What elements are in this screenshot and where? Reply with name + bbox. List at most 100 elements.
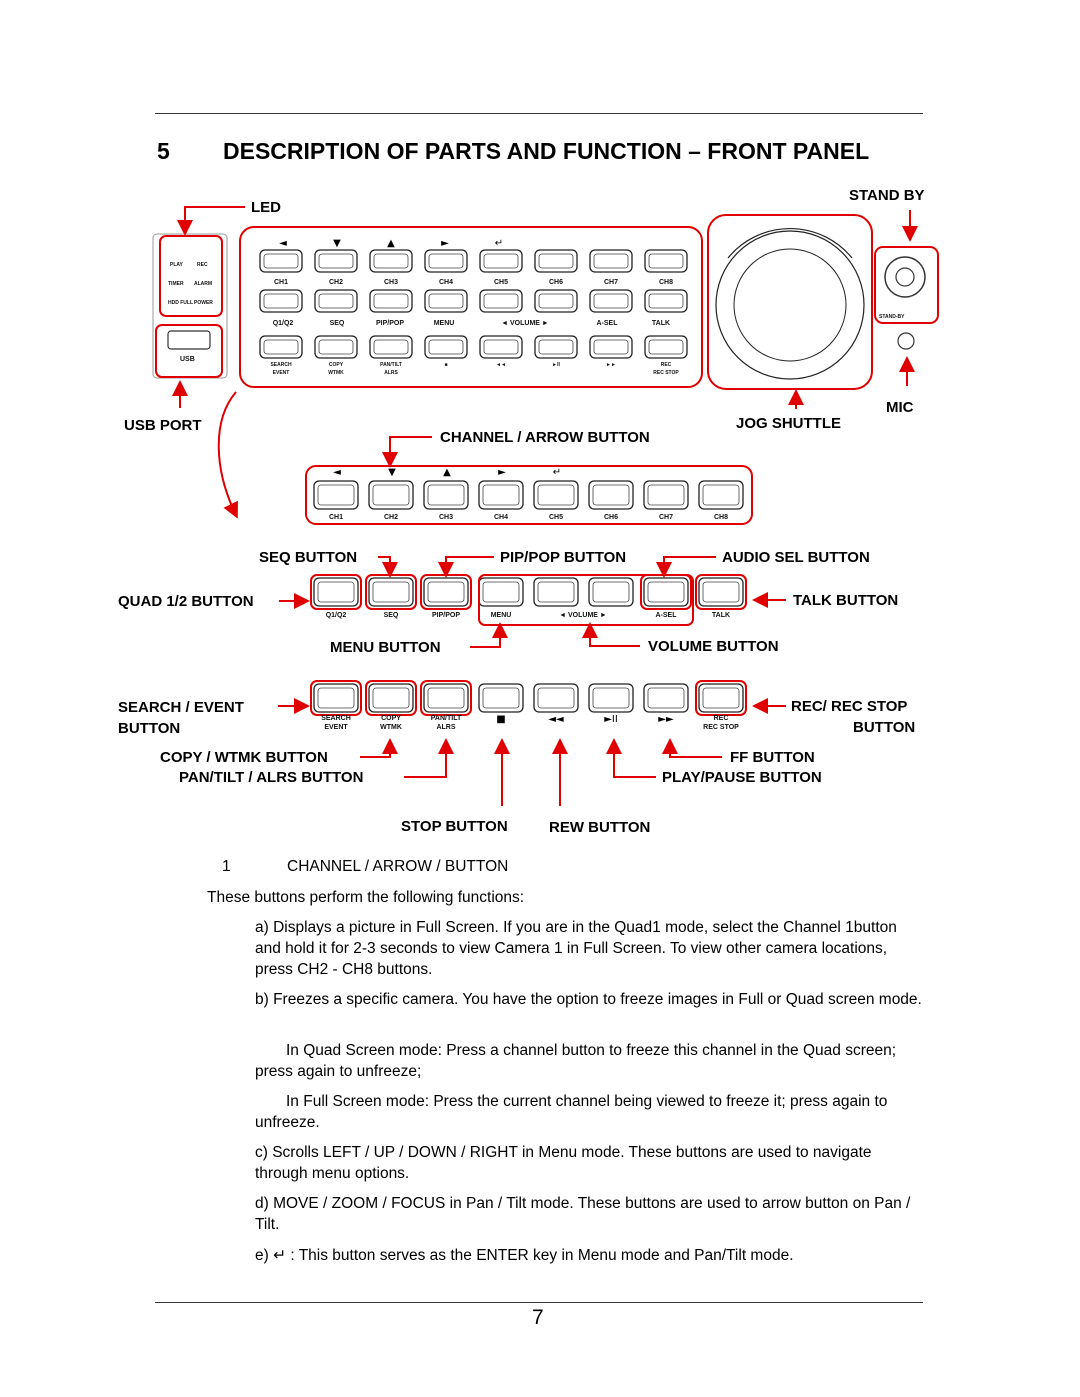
top-channel-key[interactable] [369, 249, 413, 273]
rec-stop-callout-1: REC/ REC STOP [791, 698, 907, 715]
channel-key-3[interactable] [423, 480, 469, 510]
transport-key[interactable] [365, 680, 417, 716]
top-transport-label: SEARCH [270, 362, 292, 368]
channel-key-4[interactable] [478, 480, 524, 510]
transport-key[interactable] [588, 683, 634, 713]
transport-label: REC [714, 715, 729, 722]
function-label: PIP/POP [432, 612, 460, 619]
top-transport-key[interactable] [424, 335, 468, 359]
top-transport-key[interactable] [644, 335, 688, 359]
function-key[interactable] [588, 577, 634, 607]
top-channel-key[interactable] [424, 249, 468, 273]
top-function-key[interactable] [644, 289, 688, 313]
top-transport-label: ►► [606, 362, 616, 368]
transport-label: PAN/TILT [431, 715, 462, 722]
function-label: Q1/Q2 [326, 612, 347, 619]
section-title: DESCRIPTION OF PARTS AND FUNCTION – FRON… [223, 138, 870, 164]
copy-wtmk-callout: COPY / WTMK BUTTON [160, 749, 328, 766]
function-label: MENU [491, 612, 512, 619]
list-item-number: 1 [222, 858, 231, 875]
quad-callout: QUAD 1/2 BUTTON [118, 593, 254, 610]
usb-highlight [155, 324, 223, 378]
channel-arrow-glyph: ↵ [553, 467, 561, 478]
channel-row-highlight [305, 465, 753, 525]
standby-label: STAND-BY [879, 314, 905, 320]
top-transport-key[interactable] [534, 335, 578, 359]
function-key[interactable] [420, 574, 472, 610]
top-function-label: MENU [434, 320, 455, 327]
function-key[interactable] [310, 574, 362, 610]
top-function-key[interactable] [259, 289, 303, 313]
transport-sublabel: EVENT [324, 724, 348, 731]
transport-key[interactable] [310, 680, 362, 716]
channel-label: CH8 [714, 514, 728, 521]
transport-sublabel: WTMK [380, 724, 402, 731]
top-rule [155, 113, 923, 114]
top-function-key[interactable] [479, 289, 523, 313]
channel-key-8[interactable] [698, 480, 744, 510]
top-function-key[interactable] [314, 289, 358, 313]
transport-key[interactable] [643, 683, 689, 713]
top-function-key[interactable] [369, 289, 413, 313]
top-channel-label: CH3 [384, 279, 398, 286]
top-function-key[interactable] [589, 289, 633, 313]
top-channel-label: CH1 [274, 279, 288, 286]
led-label-play: PLAY [170, 262, 184, 268]
channel-key-5[interactable] [533, 480, 579, 510]
top-channel-key[interactable] [589, 249, 633, 273]
transport-label: ►II [604, 714, 618, 725]
transport-label: ◄◄ [548, 714, 564, 725]
top-channel-key[interactable] [314, 249, 358, 273]
audio-sel-callout: AUDIO SEL BUTTON [722, 549, 870, 566]
top-transport-key[interactable] [259, 335, 303, 359]
stop-callout: STOP BUTTON [401, 818, 508, 835]
top-channel-key[interactable] [534, 249, 578, 273]
top-transport-label: ◄◄ [496, 362, 506, 368]
paragraph-b2: In Full Screen mode: Press the current c… [255, 1093, 888, 1131]
top-function-label: TALK [652, 320, 670, 327]
top-transport-label: ►II [552, 362, 560, 368]
top-channel-key[interactable] [259, 249, 303, 273]
transport-key[interactable] [533, 683, 579, 713]
channel-key-2[interactable] [368, 480, 414, 510]
transport-key[interactable] [695, 680, 747, 716]
section-heading: 5 DESCRIPTION OF PARTS AND FUNCTION – FRO… [157, 138, 869, 165]
function-key[interactable] [640, 574, 692, 610]
page-number: 7 [532, 1306, 544, 1329]
top-transport-key[interactable] [589, 335, 633, 359]
top-transport-key[interactable] [314, 335, 358, 359]
transport-label: ■ [496, 714, 505, 725]
top-transport-key[interactable] [479, 335, 523, 359]
power-icon [884, 256, 926, 298]
transport-key[interactable] [420, 680, 472, 716]
channel-label: CH4 [494, 514, 508, 521]
standby-highlight [874, 246, 939, 324]
function-key[interactable] [365, 574, 417, 610]
top-channel-label: CH6 [549, 279, 563, 286]
top-channel-key[interactable] [644, 249, 688, 273]
paragraph-b1: In Quad Screen mode: Press a channel but… [255, 1042, 897, 1080]
top-transport-sublabel: EVENT [273, 370, 290, 376]
top-function-key[interactable] [424, 289, 468, 313]
channel-key-7[interactable] [643, 480, 689, 510]
list-item-title: CHANNEL / ARROW / BUTTON [287, 858, 509, 875]
channel-arrow-glyph: ▼ [388, 467, 396, 478]
channel-key-6[interactable] [588, 480, 634, 510]
top-function-key[interactable] [534, 289, 578, 313]
channel-key-1[interactable] [313, 480, 359, 510]
top-transport-key[interactable] [369, 335, 413, 359]
function-label: TALK [712, 612, 730, 619]
function-key[interactable] [533, 577, 579, 607]
transport-label: COPY [381, 715, 401, 722]
top-channel-label: CH7 [604, 279, 618, 286]
top-function-label: SEQ [330, 320, 345, 327]
stand-by-callout: STAND BY [849, 187, 925, 204]
function-key[interactable] [695, 574, 747, 610]
seq-callout: SEQ BUTTON [259, 549, 357, 566]
section-number: 5 [157, 138, 170, 164]
function-key[interactable] [478, 577, 524, 607]
transport-key[interactable] [478, 683, 524, 713]
led-label-rec: REC [197, 262, 208, 268]
top-channel-key[interactable] [479, 249, 523, 273]
